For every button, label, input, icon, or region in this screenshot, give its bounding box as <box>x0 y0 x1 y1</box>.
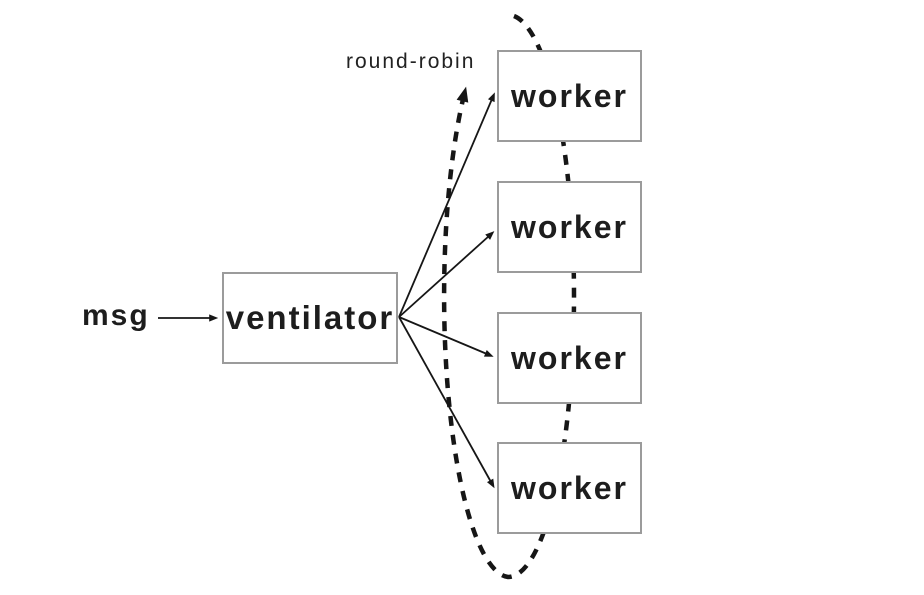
round-robin-label: round-robin <box>346 50 476 73</box>
worker-box-4: worker <box>497 442 642 534</box>
msg-label: msg <box>82 299 150 332</box>
worker-box-2: worker <box>497 181 642 273</box>
worker-label: worker <box>511 469 628 506</box>
ventilator-label: ventilator <box>225 299 395 336</box>
round-robin-dashed-loop <box>441 13 577 580</box>
worker-box-3: worker <box>497 312 642 404</box>
worker-box-1: worker <box>497 50 642 142</box>
worker-label: worker <box>511 77 628 114</box>
worker-label: worker <box>511 208 628 245</box>
ventilator-box: ventilator <box>222 272 398 364</box>
worker-label: worker <box>511 339 628 376</box>
